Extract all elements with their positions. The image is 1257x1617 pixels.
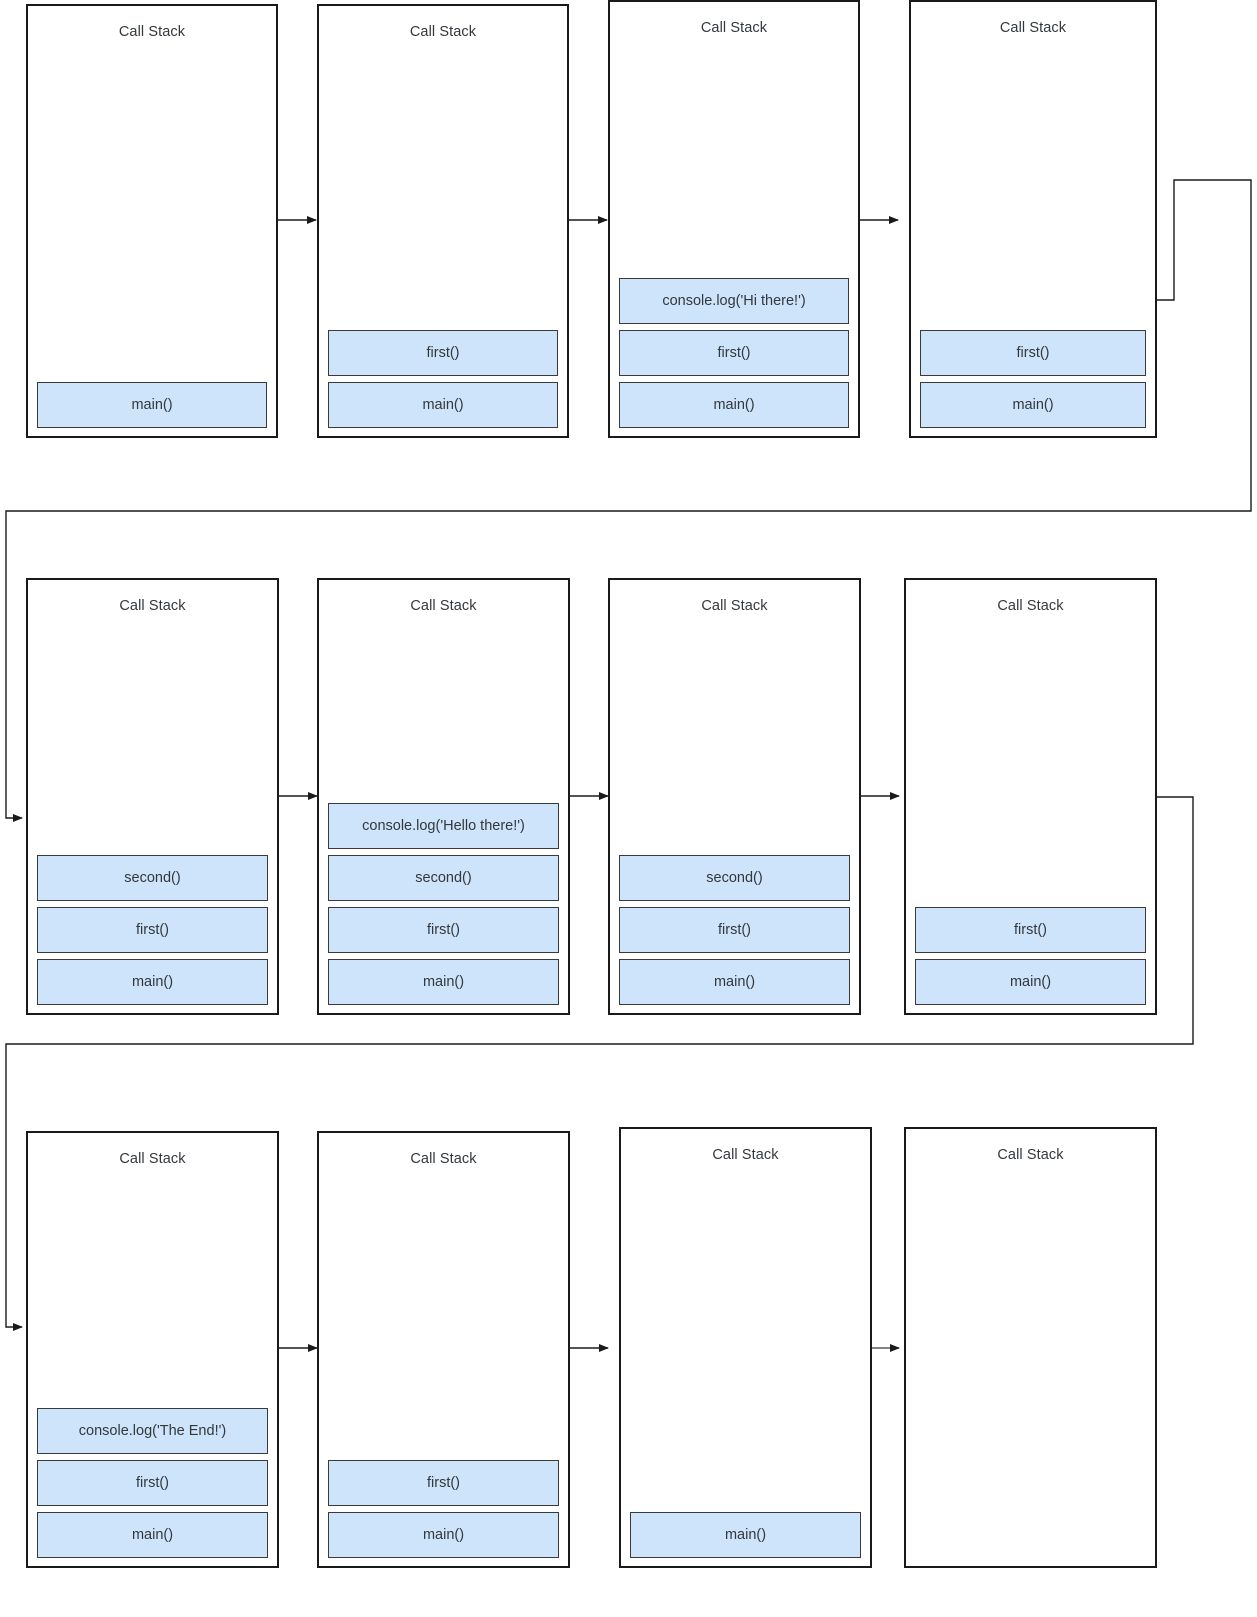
- stack-frame[interactable]: main(): [37, 959, 268, 1005]
- stack-frame[interactable]: main(): [37, 382, 267, 428]
- stack-frame[interactable]: first(): [328, 1460, 559, 1506]
- stack-frame[interactable]: main(): [328, 959, 559, 1005]
- stack-frames: console.log('Hello there!') second() fir…: [328, 803, 559, 1005]
- stack-frame[interactable]: first(): [37, 907, 268, 953]
- stack-frame[interactable]: first(): [619, 907, 850, 953]
- stack-frames: second() first() main(): [37, 855, 268, 1005]
- stack-frame[interactable]: console.log('The End!'): [37, 1408, 268, 1454]
- stack-frame[interactable]: second(): [619, 855, 850, 901]
- stack-frame[interactable]: console.log('Hello there!'): [328, 803, 559, 849]
- stack-frame[interactable]: main(): [630, 1512, 861, 1558]
- stack-frames: console.log('The End!') first() main(): [37, 1408, 268, 1558]
- call-stack-box-step-12[interactable]: Call Stack: [904, 1127, 1157, 1568]
- stack-frames: first() main(): [915, 907, 1146, 1005]
- call-stack-title: Call Stack: [409, 24, 477, 40]
- call-stack-box-step-10[interactable]: Call Stack first() main(): [317, 1131, 570, 1568]
- call-stack-title: Call Stack: [997, 1147, 1064, 1163]
- stack-frame[interactable]: main(): [328, 382, 558, 428]
- stack-frames: main(): [37, 382, 267, 428]
- call-stack-box-step-11[interactable]: Call Stack main(): [619, 1127, 872, 1568]
- stack-frames: second() first() main(): [619, 855, 850, 1005]
- stack-frame[interactable]: first(): [37, 1460, 268, 1506]
- call-stack-title: Call Stack: [119, 598, 186, 614]
- stack-frame[interactable]: first(): [915, 907, 1146, 953]
- stack-frame[interactable]: second(): [37, 855, 268, 901]
- stack-frame[interactable]: main(): [37, 1512, 268, 1558]
- call-stack-box-step-8[interactable]: Call Stack first() main(): [904, 578, 1157, 1015]
- call-stack-title: Call Stack: [712, 1147, 779, 1163]
- call-stack-box-step-9[interactable]: Call Stack console.log('The End!') first…: [26, 1131, 279, 1568]
- stack-frames: first() main(): [328, 1460, 559, 1558]
- stack-frame[interactable]: console.log('Hi there!'): [619, 278, 849, 324]
- call-stack-box-step-3[interactable]: Call Stack console.log('Hi there!') firs…: [608, 0, 860, 438]
- stack-frames: console.log('Hi there!') first() main(): [619, 278, 849, 428]
- call-stack-box-step-1[interactable]: Call Stack main(): [26, 4, 278, 438]
- call-stack-title: Call Stack: [410, 1151, 477, 1167]
- call-stack-box-step-2[interactable]: Call Stack first() main(): [317, 4, 569, 438]
- call-stack-title: Call Stack: [119, 1151, 186, 1167]
- stack-frame[interactable]: first(): [328, 907, 559, 953]
- stack-frame[interactable]: main(): [915, 959, 1146, 1005]
- stack-frame[interactable]: first(): [328, 330, 558, 376]
- call-stack-box-step-7[interactable]: Call Stack second() first() main(): [608, 578, 861, 1015]
- call-stack-title: Call Stack: [701, 598, 768, 614]
- stack-frames: main(): [630, 1512, 861, 1558]
- stack-frame[interactable]: main(): [328, 1512, 559, 1558]
- call-stack-title: Call Stack: [700, 20, 768, 36]
- stack-frame[interactable]: main(): [619, 959, 850, 1005]
- call-stack-title: Call Stack: [118, 24, 186, 40]
- stack-frames: first() main(): [920, 330, 1146, 428]
- call-stack-title: Call Stack: [997, 598, 1064, 614]
- stack-frame[interactable]: second(): [328, 855, 559, 901]
- stack-frame[interactable]: main(): [619, 382, 849, 428]
- stack-frame[interactable]: first(): [920, 330, 1146, 376]
- stack-frame[interactable]: main(): [920, 382, 1146, 428]
- call-stack-box-step-5[interactable]: Call Stack second() first() main(): [26, 578, 279, 1015]
- call-stack-box-step-4[interactable]: Call Stack first() main(): [909, 0, 1157, 438]
- stack-frame[interactable]: first(): [619, 330, 849, 376]
- stack-frames: first() main(): [328, 330, 558, 428]
- call-stack-title: Call Stack: [999, 20, 1067, 36]
- call-stack-box-step-6[interactable]: Call Stack console.log('Hello there!') s…: [317, 578, 570, 1015]
- call-stack-title: Call Stack: [410, 598, 477, 614]
